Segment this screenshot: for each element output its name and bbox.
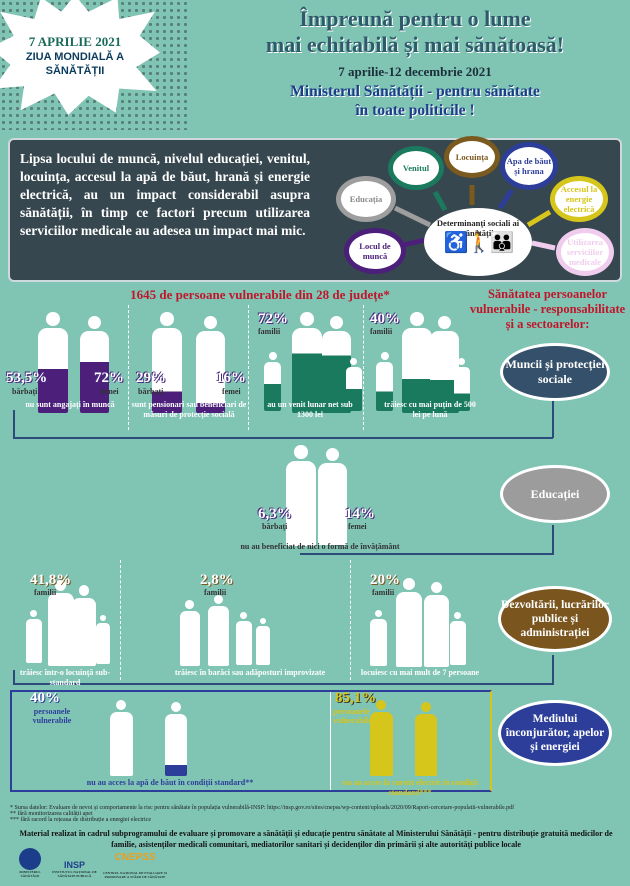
person-silhouette bbox=[96, 615, 111, 665]
person-silhouette bbox=[72, 585, 96, 666]
caption: au un venit lunar net sub 1300 lei bbox=[267, 400, 353, 419]
person-silhouette bbox=[376, 352, 394, 412]
caption: trăiesc în barăci sau adăposturi improvi… bbox=[174, 668, 326, 677]
caption: nu au acces la apă de băut în condiții s… bbox=[86, 778, 254, 787]
stat-overcrowded: 20% bbox=[370, 572, 400, 588]
label: femei bbox=[348, 522, 367, 531]
person-silhouette bbox=[110, 700, 133, 776]
label: familii bbox=[370, 327, 393, 336]
determinant-water-food: Apa de băut și hrana bbox=[500, 142, 558, 190]
stat-no-education-men: 6,3% bbox=[258, 506, 292, 522]
caption: locuiesc cu mai mult de 7 persoane bbox=[360, 668, 480, 677]
determinant-electricity: Accesul la energie electrică bbox=[550, 176, 608, 222]
determinants-center: Determinanți sociali ai sănătății♿🚶👪 bbox=[424, 208, 532, 276]
stat-pension-women: 16% bbox=[216, 370, 246, 386]
person-silhouette bbox=[48, 580, 74, 666]
person-silhouette bbox=[430, 316, 459, 413]
credit-text: Material realizat în cadrul subprogramul… bbox=[19, 829, 613, 849]
badge-date: 7 APRILIE 2021 bbox=[28, 34, 122, 49]
stat-no-electricity: 85,1% bbox=[335, 690, 377, 706]
caption: trăiesc într-o locuință sub-standard bbox=[19, 668, 111, 687]
caption: nu au beneficiat de nici o formă de învă… bbox=[240, 542, 400, 551]
determinant-education: Educația bbox=[336, 176, 396, 222]
stat-unemployed-women: 72% bbox=[94, 370, 124, 386]
stat-substandard-housing: 41,8% bbox=[30, 572, 72, 588]
person-silhouette bbox=[346, 358, 362, 412]
stat-pension-men: 29% bbox=[136, 370, 166, 386]
stat-unemployed-men: 53,5% bbox=[6, 370, 48, 386]
caption: trăiesc cu mai puțin de 500 lei pe lună bbox=[384, 400, 476, 419]
determinant-medical-services: Utilizarea serviciilor medicale bbox=[556, 228, 614, 276]
label: femei bbox=[222, 387, 241, 396]
person-silhouette bbox=[264, 352, 282, 412]
person-silhouette bbox=[396, 578, 423, 667]
sector-environment: Mediului înconjurător, apelor și energie… bbox=[498, 700, 612, 766]
person-silhouette bbox=[196, 316, 225, 413]
person-silhouette bbox=[318, 448, 347, 545]
label: familii bbox=[258, 327, 281, 336]
caption: nu au acces la curent electric în condiț… bbox=[342, 778, 478, 797]
person-silhouette bbox=[38, 312, 68, 413]
person-silhouette bbox=[165, 702, 187, 776]
caption: sunt pensionari sau beneficiari de măsur… bbox=[131, 400, 247, 419]
sector-labour: Muncii și protecției sociale bbox=[500, 343, 610, 401]
person-silhouette bbox=[286, 445, 316, 546]
label: bărbați bbox=[12, 387, 38, 396]
person-silhouette bbox=[415, 702, 437, 776]
stat-income-1300: 72% bbox=[258, 311, 288, 327]
label: bărbați bbox=[262, 522, 288, 531]
caption: nu sunt angajați în muncă bbox=[25, 400, 115, 409]
stat-no-water: 40% bbox=[30, 690, 60, 706]
label: persoanele vulnerabile bbox=[32, 707, 72, 725]
label: bărbați bbox=[138, 387, 164, 396]
determinant-income: Venitul bbox=[388, 146, 444, 190]
person-silhouette bbox=[80, 316, 109, 413]
person-silhouette bbox=[322, 316, 351, 413]
person-silhouette bbox=[402, 312, 432, 413]
label: familii bbox=[34, 588, 57, 597]
sector-development: Dezvoltării, lucrărilor publice și admin… bbox=[498, 586, 612, 652]
determinant-housing: Locuința bbox=[444, 136, 500, 178]
person-silhouette bbox=[152, 312, 182, 413]
person-silhouette bbox=[292, 312, 322, 413]
person-silhouette bbox=[370, 610, 387, 667]
person-silhouette bbox=[370, 700, 393, 776]
period: 7 aprilie-12 decembrie 2021 bbox=[338, 64, 492, 79]
person-silhouette bbox=[180, 600, 200, 667]
label: femei bbox=[100, 387, 119, 396]
person-silhouette bbox=[208, 595, 229, 666]
label: familii bbox=[204, 588, 227, 597]
person-silhouette bbox=[26, 610, 42, 664]
label: familii bbox=[372, 588, 395, 597]
logo-ministry: MINISTERUL SĂNĂTĂȚII bbox=[10, 848, 50, 878]
person-silhouette bbox=[454, 358, 470, 412]
responsibility-heading: Sănătatea persoanelor vulnerabile - resp… bbox=[469, 287, 626, 331]
stat-no-education-women: 14% bbox=[345, 506, 375, 522]
person-silhouette bbox=[256, 618, 270, 666]
person-silhouette bbox=[424, 582, 450, 667]
label: persoanele vulnerabile bbox=[333, 707, 372, 725]
person-silhouette bbox=[236, 612, 252, 666]
person-silhouette bbox=[450, 612, 466, 666]
utilities-box bbox=[10, 690, 492, 792]
intro-text: Lipsa locului de muncă, nivelul educație… bbox=[20, 151, 310, 238]
footnotes: * Sursa datelor: Evaluare de nevoi și co… bbox=[10, 805, 515, 823]
stat-income-500: 40% bbox=[370, 311, 400, 327]
people-icon: ♿🚶👪 bbox=[443, 232, 515, 254]
stat-improvised-shelter: 2,8% bbox=[200, 572, 234, 588]
determinant-work: Locul de muncă bbox=[344, 228, 406, 274]
badge-label: ZIUA MONDIALĂ A SĂNĂTĂȚII bbox=[25, 51, 125, 77]
sector-education: Educației bbox=[500, 465, 610, 523]
survey-heading: 1645 de persoane vulnerabile din 28 de j… bbox=[130, 287, 390, 302]
